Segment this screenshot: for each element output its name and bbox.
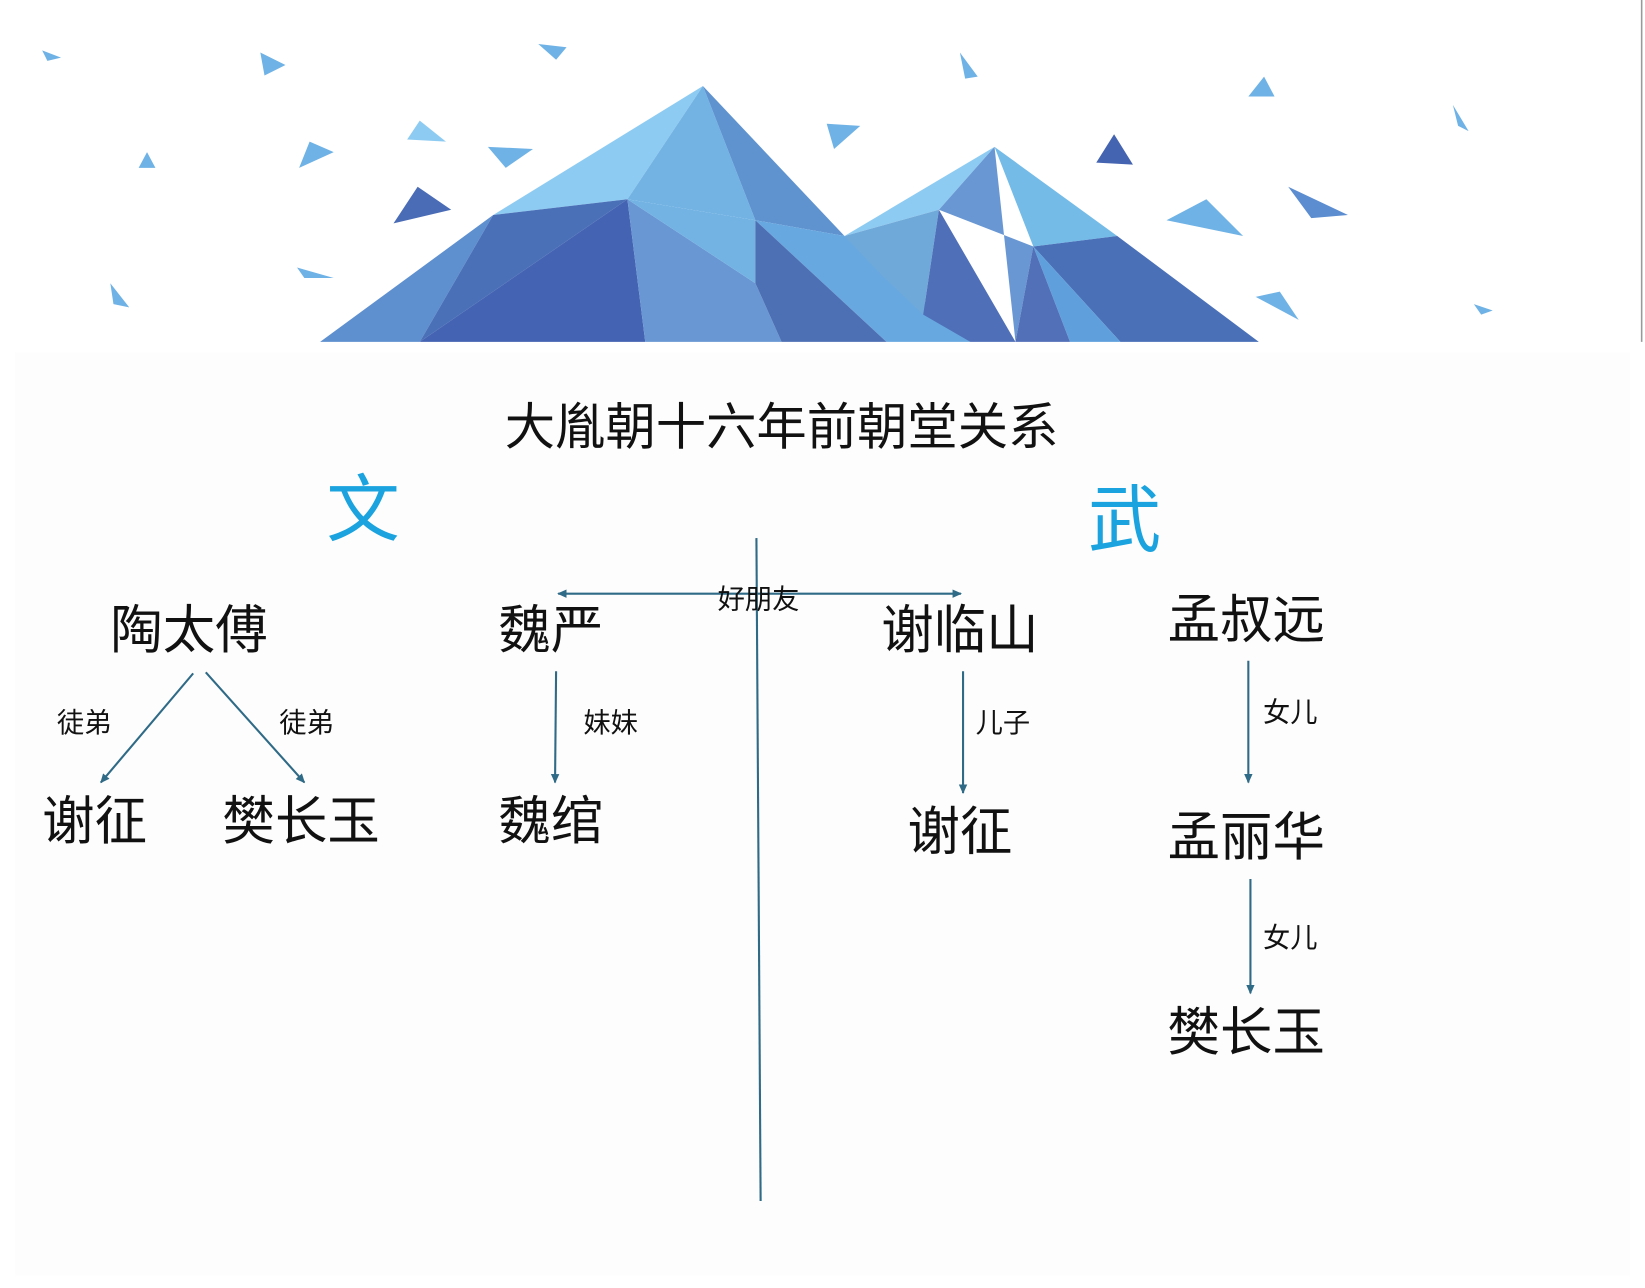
- node-wei-wan: 魏绾: [498, 791, 603, 852]
- node-meng-lihua: 孟丽华: [1168, 807, 1325, 868]
- disciple-label-1: 徒弟: [57, 708, 112, 739]
- node-tao-taifu: 陶太傅: [110, 600, 267, 661]
- node-xie-linshan: 谢临山: [881, 600, 1038, 661]
- sister-label: 妹妹: [583, 708, 638, 739]
- disciple-label-2: 徒弟: [279, 708, 334, 739]
- node-xie-zheng-military: 谢征: [907, 802, 1012, 863]
- node-xie-zheng-civil: 谢征: [42, 791, 147, 852]
- node-fan-changyu-civil: 樊长玉: [223, 791, 380, 852]
- son-label: 儿子: [976, 708, 1031, 739]
- sister-arrow: [550, 671, 560, 784]
- node-fan-changyu-military: 樊长玉: [1168, 1002, 1325, 1063]
- disciple-arrow-1: [100, 672, 194, 784]
- daughter-label-2: 女儿: [1263, 923, 1318, 954]
- disciple-arrow-2: [204, 671, 306, 784]
- mountain-banner-image: [14, 0, 1643, 1276]
- civil-section-heading: 文: [326, 468, 399, 553]
- military-section-heading: 武: [1088, 478, 1161, 563]
- node-meng-shuyuan: 孟叔远: [1168, 590, 1325, 651]
- page-title: 大胤朝十六年前朝堂关系: [505, 398, 1059, 457]
- friendship-label: 好朋友: [718, 584, 800, 615]
- node-wei-yan: 魏严: [498, 600, 603, 661]
- daughter-label-1: 女儿: [1263, 698, 1318, 729]
- center-divider: [755, 538, 762, 1201]
